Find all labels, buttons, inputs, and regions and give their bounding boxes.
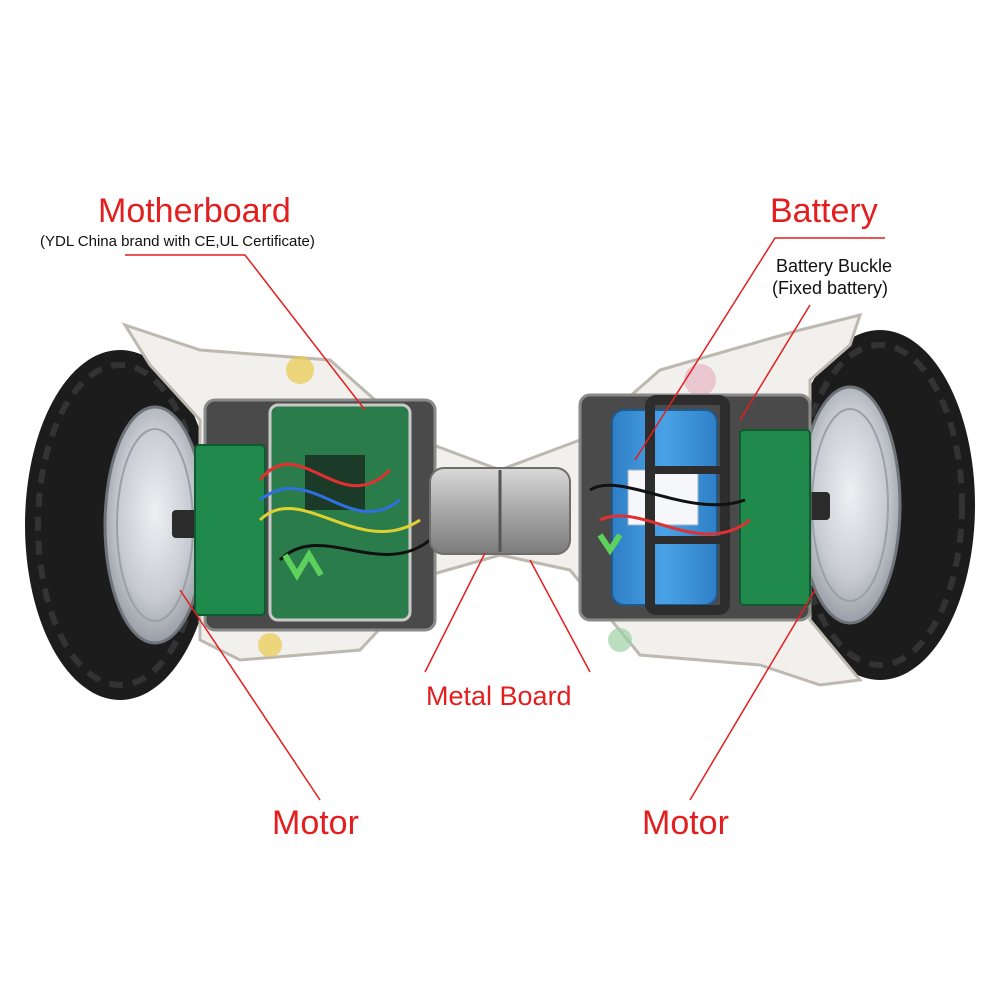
- battery-buckle-note: (Fixed battery): [772, 278, 889, 298]
- motherboard-pcb: [268, 403, 412, 622]
- wire: [259, 486, 401, 514]
- right-control-board: [739, 429, 811, 606]
- motor-label-left: Motor: [272, 804, 359, 842]
- wire: [599, 514, 751, 536]
- connector: [282, 549, 324, 581]
- metal-board-label: Metal Board: [426, 681, 572, 711]
- motherboard-note: (YDL China brand with CE,UL Certificate): [40, 233, 315, 250]
- wire: [278, 538, 431, 562]
- graffiti-spot: [286, 356, 314, 384]
- motor-label-right: Motor: [642, 804, 729, 842]
- leader-line-metal-board-right: [529, 559, 591, 673]
- connector: [597, 533, 623, 556]
- battery-buckle-label: Battery Buckle: [776, 256, 893, 276]
- leader-line-metal-board-left: [424, 552, 486, 673]
- graffiti-spot: [684, 364, 716, 396]
- graffiti-spot: [608, 628, 632, 652]
- leader-line-motor-left: [179, 589, 321, 801]
- battery-label: Battery: [770, 192, 878, 230]
- motherboard-label: Motherboard: [98, 192, 291, 230]
- left-control-board: [194, 444, 266, 616]
- leader-line-motor-right: [689, 589, 816, 801]
- wire: [258, 462, 392, 488]
- wire: [589, 483, 746, 507]
- leader-lines: [125, 237, 885, 801]
- leader-line-battery: [634, 237, 885, 461]
- leader-line-battery-buckle: [739, 304, 811, 421]
- leader-line-motherboard: [125, 254, 366, 411]
- wire: [258, 507, 421, 533]
- graffiti-spot: [258, 633, 282, 657]
